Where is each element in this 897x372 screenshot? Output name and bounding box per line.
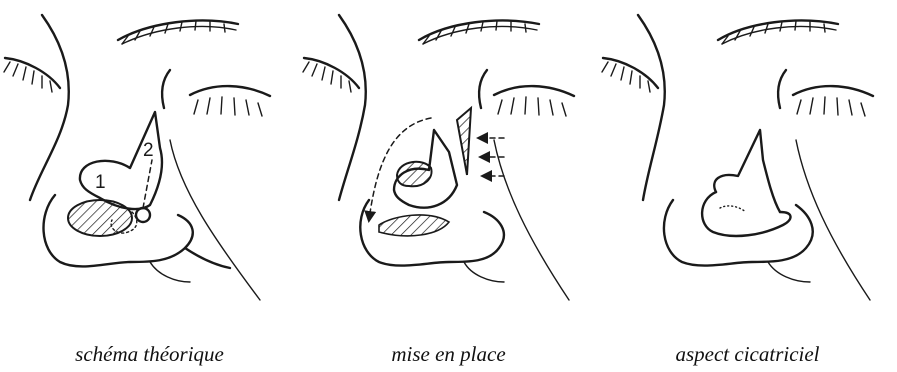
face-contour — [30, 15, 69, 200]
traction-arrows — [479, 138, 504, 176]
caption-schema-theorique: schéma théorique — [0, 342, 299, 367]
left-eye — [4, 58, 60, 92]
right-eye — [190, 86, 270, 116]
defect-hatched-lower — [379, 215, 449, 236]
pivot-point — [136, 208, 150, 222]
rotation-line — [143, 160, 152, 208]
nose-outline — [664, 200, 813, 266]
right-eye — [793, 86, 873, 116]
nose-illustration-1: 1 2 — [0, 0, 299, 330]
label-2: 2 — [143, 140, 154, 161]
nose-illustration-3 — [598, 0, 897, 330]
eyebrow — [419, 21, 539, 44]
eyebrow — [718, 21, 838, 44]
caption-mise-en-place: mise en place — [299, 342, 598, 367]
face-contour — [638, 15, 665, 200]
face-contour — [339, 15, 366, 200]
defect-hatched-upper — [397, 162, 432, 186]
healed-ala — [702, 192, 790, 236]
eyebrow — [118, 21, 238, 44]
right-eye — [494, 86, 574, 116]
left-eye — [602, 58, 658, 92]
panel-schema-theorique: 1 2 schéma théorique — [0, 0, 299, 372]
hatched-triangle — [457, 108, 471, 175]
healed-flap-outline — [714, 130, 780, 212]
panel-mise-en-place: mise en place — [299, 0, 598, 372]
left-eye — [303, 58, 359, 92]
defect-hatched — [68, 200, 132, 236]
panel-aspect-cicatriciel: aspect cicatriciel — [598, 0, 897, 372]
nose-illustration-2 — [299, 0, 598, 330]
caption-aspect-cicatriciel: aspect cicatriciel — [598, 342, 897, 367]
scar-marks — [720, 206, 746, 212]
label-1: 1 — [95, 172, 106, 193]
